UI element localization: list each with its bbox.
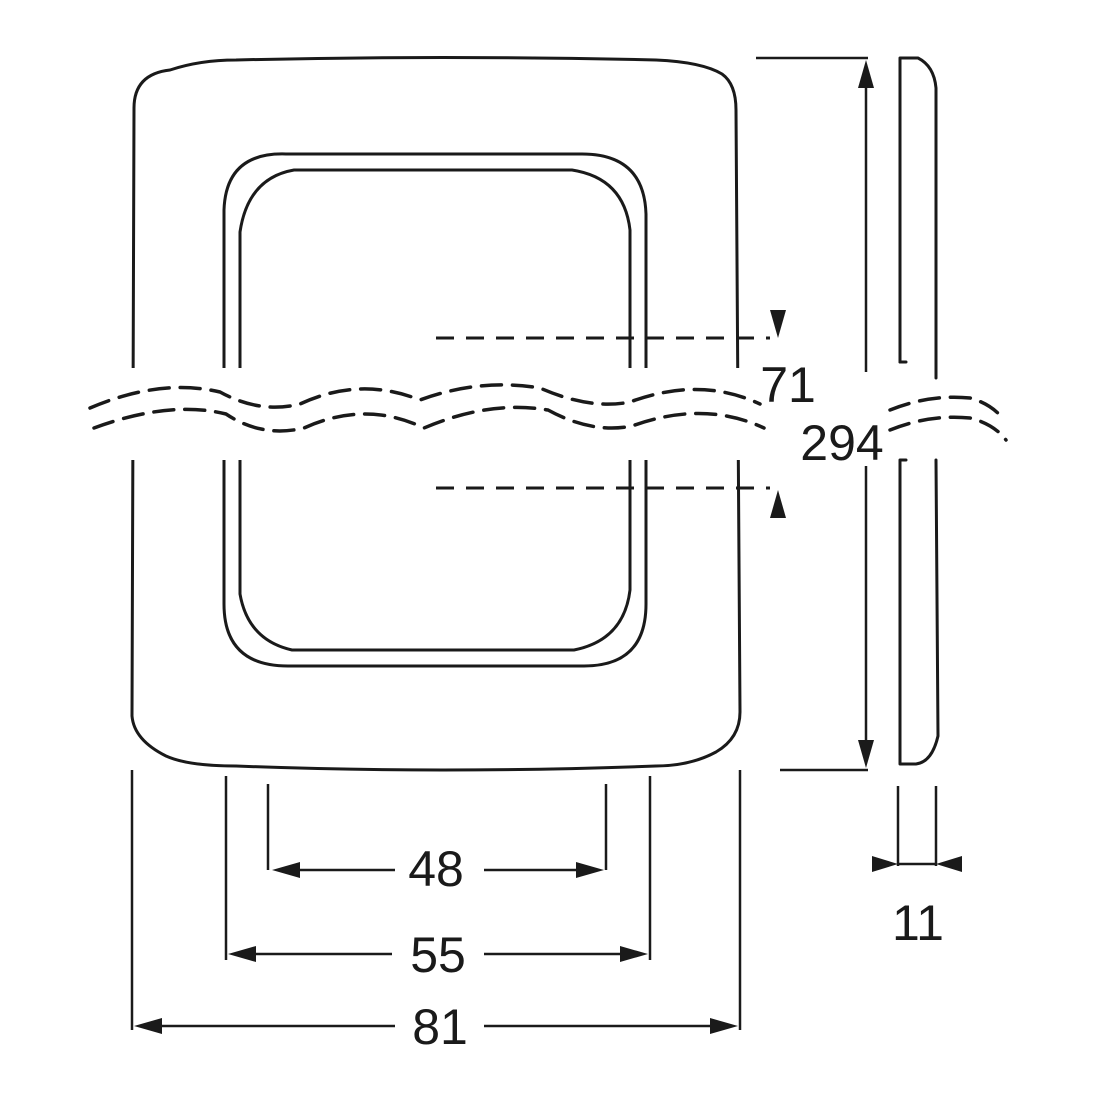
front-view — [80, 56, 1020, 772]
extension-lines — [130, 56, 938, 1030]
break-gap — [80, 368, 1020, 460]
dimension-label-55: 55 — [410, 927, 466, 983]
side-view — [888, 56, 1008, 766]
opening-inner-edge — [238, 168, 632, 652]
dimension-label-48: 48 — [408, 841, 464, 897]
dimension-71: 71 — [760, 310, 816, 518]
side-profile-top — [898, 56, 938, 380]
dimension-11: 11 — [872, 856, 962, 951]
dimension-294: 294 — [800, 60, 884, 768]
opening-outer-edge — [222, 152, 648, 668]
side-break-upper — [888, 395, 1006, 422]
dimension-81: 81 — [134, 999, 738, 1055]
outer-frame-outline — [130, 56, 742, 772]
dimension-label-11: 11 — [892, 895, 944, 951]
break-line-lower — [92, 405, 766, 433]
break-line-upper — [88, 383, 762, 410]
dimension-label-294: 294 — [800, 415, 883, 471]
side-break-lower — [888, 415, 1008, 442]
dimension-55: 55 — [228, 927, 648, 983]
dimension-label-71: 71 — [760, 357, 816, 413]
dimension-label-81: 81 — [412, 999, 468, 1055]
side-profile-bottom — [898, 458, 940, 766]
dimension-48: 48 — [272, 841, 604, 897]
